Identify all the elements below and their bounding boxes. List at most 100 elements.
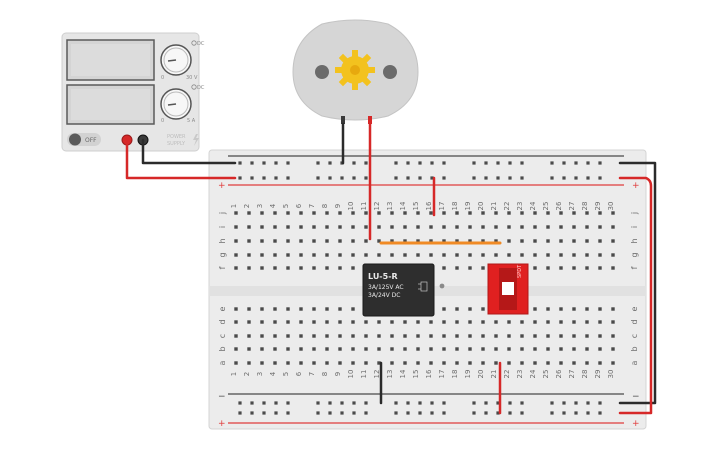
terminal-hole[interactable] [325,266,329,270]
terminal-hole[interactable] [546,361,550,365]
rail-hole[interactable] [262,401,266,405]
terminal-hole[interactable] [325,334,329,338]
terminal-hole[interactable] [338,266,342,270]
terminal-hole[interactable] [494,225,498,229]
terminal-hole[interactable] [468,266,472,270]
rail-hole[interactable] [418,176,422,180]
terminal-hole[interactable] [416,239,420,243]
terminal-hole[interactable] [247,307,251,311]
rail-hole[interactable] [274,176,278,180]
terminal-hole[interactable] [364,361,368,365]
terminal-hole[interactable] [260,307,264,311]
terminal-hole[interactable] [481,347,485,351]
terminal-hole[interactable] [403,334,407,338]
rail-hole[interactable] [352,161,356,165]
terminal-hole[interactable] [299,361,303,365]
terminal-hole[interactable] [286,307,290,311]
terminal-hole[interactable] [455,253,459,257]
terminal-hole[interactable] [273,347,277,351]
terminal-hole[interactable] [260,334,264,338]
terminal-hole[interactable] [260,211,264,215]
terminal-hole[interactable] [598,334,602,338]
rail-hole[interactable] [442,176,446,180]
terminal-hole[interactable] [299,239,303,243]
terminal-hole[interactable] [481,225,485,229]
wires[interactable] [125,122,657,415]
terminal-hole[interactable] [351,211,355,215]
rail-hole[interactable] [484,176,488,180]
terminal-hole[interactable] [351,266,355,270]
terminal-hole[interactable] [455,239,459,243]
rail-hole[interactable] [286,161,290,165]
terminal-hole[interactable] [455,334,459,338]
rail-hole[interactable] [442,401,446,405]
terminal-hole[interactable] [273,361,277,365]
terminal-hole[interactable] [325,211,329,215]
rail-hole[interactable] [484,161,488,165]
rail-hole[interactable] [286,401,290,405]
rail-hole[interactable] [550,176,554,180]
terminal-hole[interactable] [507,347,511,351]
rail-hole[interactable] [574,401,578,405]
terminal-hole[interactable] [299,225,303,229]
rail-hole[interactable] [586,401,590,405]
rail-hole[interactable] [250,401,254,405]
rail-hole[interactable] [250,411,254,415]
rail-hole[interactable] [430,176,434,180]
terminal-hole[interactable] [520,361,524,365]
terminal-hole[interactable] [429,334,433,338]
terminal-hole[interactable] [390,320,394,324]
rail-hole[interactable] [352,176,356,180]
terminal-hole[interactable] [260,239,264,243]
terminal-hole[interactable] [299,307,303,311]
rail-hole[interactable] [328,176,332,180]
terminal-hole[interactable] [598,211,602,215]
terminal-hole[interactable] [325,320,329,324]
rail-hole[interactable] [394,401,398,405]
terminal-hole[interactable] [507,334,511,338]
terminal-hole[interactable] [559,225,563,229]
rail-hole[interactable] [562,401,566,405]
rail-hole[interactable] [352,401,356,405]
terminal-hole[interactable] [494,361,498,365]
rail-hole[interactable] [418,411,422,415]
terminal-hole[interactable] [611,361,615,365]
terminal-hole[interactable] [507,211,511,215]
terminal-hole[interactable] [286,239,290,243]
terminal-hole[interactable] [247,334,251,338]
terminal-hole[interactable] [273,253,277,257]
rail-hole[interactable] [274,161,278,165]
terminal-hole[interactable] [559,253,563,257]
terminal-hole[interactable] [403,320,407,324]
terminal-hole[interactable] [312,239,316,243]
terminal-hole[interactable] [325,307,329,311]
terminal-hole[interactable] [572,334,576,338]
terminal-hole[interactable] [312,211,316,215]
terminal-hole[interactable] [455,211,459,215]
terminal-hole[interactable] [455,266,459,270]
terminal-hole[interactable] [468,253,472,257]
terminal-hole[interactable] [533,320,537,324]
rail-hole[interactable] [364,401,368,405]
terminal-hole[interactable] [442,225,446,229]
terminal-hole[interactable] [481,239,485,243]
terminal-hole[interactable] [455,320,459,324]
rail-hole[interactable] [562,411,566,415]
terminal-hole[interactable] [234,266,238,270]
breadboard-holes[interactable] [234,161,615,415]
terminal-hole[interactable] [377,253,381,257]
rail-hole[interactable] [508,411,512,415]
terminal-hole[interactable] [507,253,511,257]
terminal-hole[interactable] [559,347,563,351]
rail-hole[interactable] [316,401,320,405]
terminal-hole[interactable] [481,334,485,338]
rail-hole[interactable] [340,401,344,405]
terminal-hole[interactable] [286,266,290,270]
terminal-hole[interactable] [286,211,290,215]
terminal-hole[interactable] [429,225,433,229]
terminal-hole[interactable] [286,347,290,351]
terminal-hole[interactable] [611,347,615,351]
rail-hole[interactable] [598,401,602,405]
terminal-hole[interactable] [364,239,368,243]
terminal-hole[interactable] [455,225,459,229]
